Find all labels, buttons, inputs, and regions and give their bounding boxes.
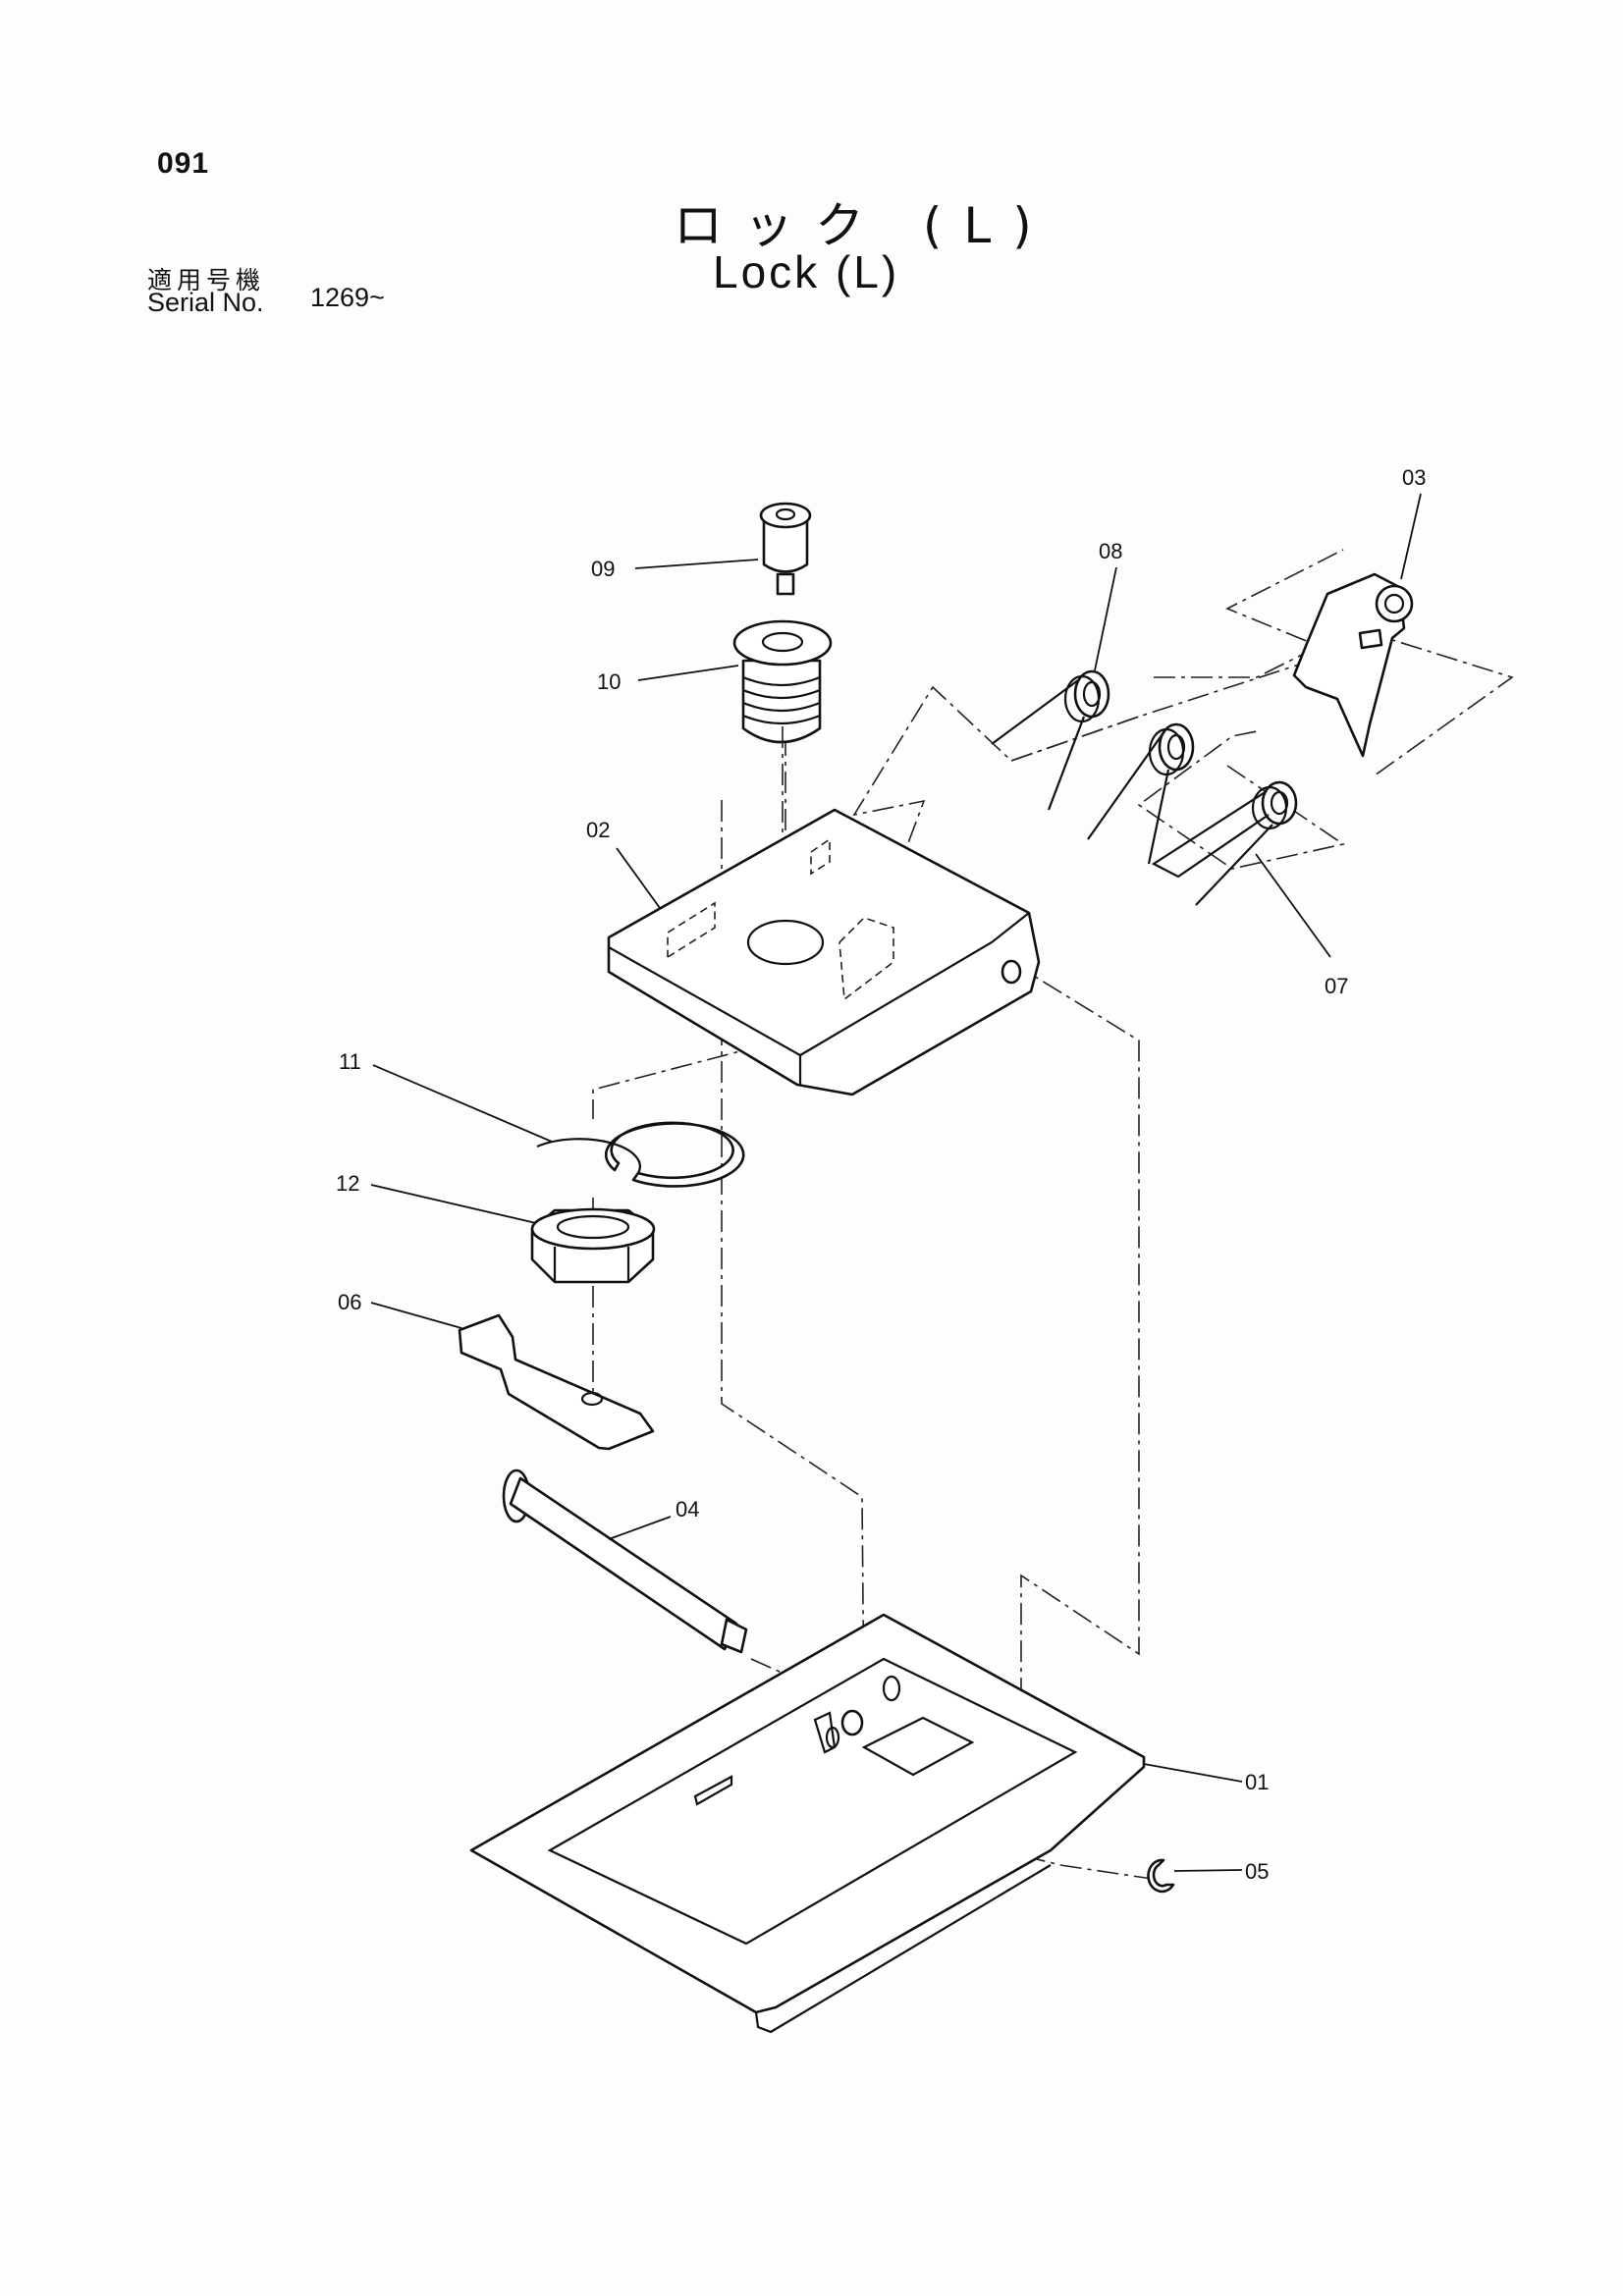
part-09-key-cylinder [634,502,812,596]
serial-number-value: 1269~ [310,283,385,312]
part-08-torsion-spring [991,566,1195,865]
part-03-latch [1292,493,1422,758]
callout-03: 03 [1402,465,1426,490]
part-02-lock-plate [607,808,1041,1096]
callout-11: 11 [339,1049,361,1074]
callout-12: 12 [336,1171,359,1196]
part-12-hex-nut [370,1184,656,1284]
assembly-phantom-lines [592,549,1514,1881]
part-06-bracket-plate [370,1302,655,1451]
callout-09: 09 [591,557,615,581]
callout-02: 02 [586,818,610,842]
part-04-pin [502,1468,748,1654]
callout-06: 06 [338,1290,361,1314]
callout-labels: 01 02 03 04 05 06 07 08 09 10 11 12 [336,465,1426,1884]
callout-10: 10 [597,669,621,694]
callout-07: 07 [1325,974,1348,998]
callout-01: 01 [1245,1770,1269,1794]
part-10-threaded-bushing [637,619,833,933]
part-07-torsion-spring [1151,780,1331,958]
part-05-e-clip [1147,1858,1243,1894]
part-01-base-tray [469,1613,1243,2034]
serial-label-english: Serial No. [147,288,264,317]
callout-04: 04 [676,1497,699,1522]
page-number: 091 [157,147,210,180]
callout-08: 08 [1099,539,1122,563]
title-japanese: ロック (L) [674,197,1054,254]
callout-05: 05 [1245,1859,1269,1884]
title-english: Lock (L) [713,246,900,297]
serial-label-japanese: 適用号機 [147,266,266,294]
part-11-snap-ring [372,1064,745,1188]
